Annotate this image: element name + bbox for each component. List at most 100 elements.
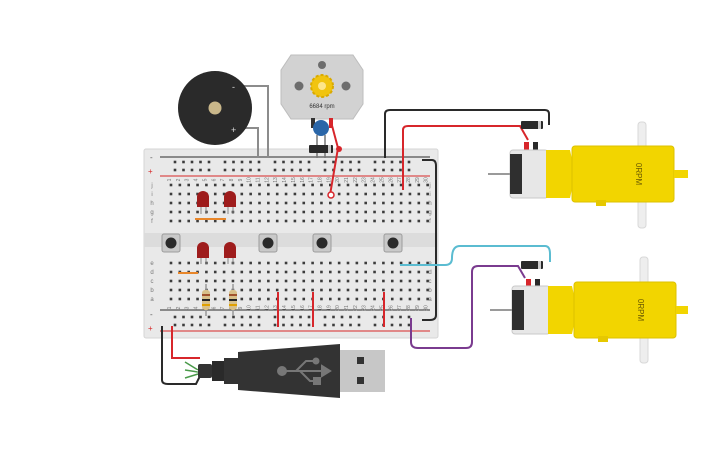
breadboard-hole[interactable] bbox=[320, 183, 323, 187]
breadboard-hole[interactable] bbox=[408, 297, 412, 301]
rail-hole[interactable] bbox=[307, 168, 311, 172]
breadboard-hole[interactable] bbox=[302, 279, 306, 283]
breadboard-hole[interactable] bbox=[320, 210, 323, 214]
breadboard-hole[interactable] bbox=[390, 297, 394, 301]
breadboard-hole[interactable] bbox=[329, 288, 332, 292]
breadboard-hole[interactable] bbox=[169, 270, 173, 274]
breadboard-hole[interactable] bbox=[311, 201, 314, 205]
rail-hole[interactable] bbox=[299, 315, 302, 319]
breadboard-hole[interactable] bbox=[169, 297, 173, 301]
breadboard-hole[interactable] bbox=[213, 219, 217, 223]
breadboard-hole[interactable] bbox=[258, 261, 261, 265]
breadboard-hole[interactable] bbox=[408, 183, 412, 187]
breadboard-hole[interactable] bbox=[426, 219, 429, 223]
breadboard-hole[interactable] bbox=[187, 279, 190, 283]
rail-hole[interactable] bbox=[282, 323, 285, 327]
breadboard-hole[interactable] bbox=[249, 297, 252, 301]
breadboard-hole[interactable] bbox=[169, 192, 173, 196]
breadboard-hole[interactable] bbox=[346, 288, 350, 292]
breadboard-hole[interactable] bbox=[390, 288, 394, 292]
rail-hole[interactable] bbox=[173, 323, 177, 327]
breadboard-hole[interactable] bbox=[275, 183, 279, 187]
breadboard-hole[interactable] bbox=[267, 183, 270, 187]
rail-hole[interactable] bbox=[323, 168, 327, 172]
breadboard-hole[interactable] bbox=[320, 201, 323, 205]
breadboard-hole[interactable] bbox=[373, 288, 376, 292]
breadboard-hole[interactable] bbox=[213, 288, 217, 292]
rail-hole[interactable] bbox=[349, 323, 352, 327]
breadboard-hole[interactable] bbox=[293, 279, 297, 283]
breadboard-hole[interactable] bbox=[284, 279, 288, 283]
rail-hole[interactable] bbox=[232, 323, 235, 327]
breadboard-hole[interactable] bbox=[311, 261, 314, 265]
breadboard-hole[interactable] bbox=[364, 183, 367, 187]
rail-hole[interactable] bbox=[332, 323, 335, 327]
breadboard-hole[interactable] bbox=[426, 192, 429, 196]
rail-hole[interactable] bbox=[182, 160, 185, 164]
breadboard-hole[interactable] bbox=[399, 183, 403, 187]
breadboard-hole[interactable] bbox=[390, 219, 394, 223]
rail-hole[interactable] bbox=[373, 323, 377, 327]
breadboard-hole[interactable] bbox=[187, 192, 190, 196]
breadboard-hole[interactable] bbox=[249, 183, 252, 187]
breadboard-hole[interactable] bbox=[178, 210, 182, 214]
breadboard-hole[interactable] bbox=[275, 261, 279, 265]
breadboard-hole[interactable] bbox=[373, 201, 376, 205]
breadboard-hole[interactable] bbox=[178, 297, 182, 301]
rail-hole[interactable] bbox=[182, 315, 185, 319]
breadboard-hole[interactable] bbox=[399, 261, 403, 265]
rail-hole[interactable] bbox=[273, 315, 277, 319]
breadboard-hole[interactable] bbox=[258, 288, 261, 292]
rail-hole[interactable] bbox=[173, 160, 177, 164]
rail-hole[interactable] bbox=[373, 160, 377, 164]
breadboard-hole[interactable] bbox=[284, 219, 288, 223]
breadboard-hole[interactable] bbox=[275, 270, 279, 274]
rail-hole[interactable] bbox=[207, 168, 211, 172]
breadboard-hole[interactable] bbox=[267, 279, 270, 283]
breadboard-hole[interactable] bbox=[417, 270, 421, 274]
breadboard-hole[interactable] bbox=[320, 297, 323, 301]
breadboard-hole[interactable] bbox=[284, 297, 288, 301]
breadboard-hole[interactable] bbox=[284, 270, 288, 274]
breadboard-hole[interactable] bbox=[346, 270, 350, 274]
rail-hole[interactable] bbox=[299, 168, 302, 172]
breadboard-hole[interactable] bbox=[267, 261, 270, 265]
breadboard-hole[interactable] bbox=[399, 270, 403, 274]
breadboard-hole[interactable] bbox=[382, 192, 385, 196]
breadboard-hole[interactable] bbox=[355, 219, 359, 223]
breadboard-hole[interactable] bbox=[337, 192, 341, 196]
breadboard[interactable]: 1122334455667788991010111112121313141415… bbox=[143, 148, 439, 339]
breadboard-hole[interactable] bbox=[337, 261, 341, 265]
breadboard-hole[interactable] bbox=[382, 201, 385, 205]
wire-gray-piezo-1[interactable] bbox=[236, 85, 269, 158]
rail-hole[interactable] bbox=[240, 315, 244, 319]
rail-hole[interactable] bbox=[282, 160, 285, 164]
rail-hole[interactable] bbox=[399, 315, 402, 319]
breadboard-hole[interactable] bbox=[169, 219, 173, 223]
breadboard-hole[interactable] bbox=[311, 183, 314, 187]
breadboard-hole[interactable] bbox=[258, 192, 261, 196]
rail-hole[interactable] bbox=[399, 168, 402, 172]
rail-hole[interactable] bbox=[307, 315, 311, 319]
rail-hole[interactable] bbox=[282, 168, 285, 172]
breadboard-hole[interactable] bbox=[275, 288, 279, 292]
breadboard-hole[interactable] bbox=[320, 279, 323, 283]
rail-hole[interactable] bbox=[357, 323, 361, 327]
breadboard-hole[interactable] bbox=[408, 201, 412, 205]
breadboard-hole[interactable] bbox=[205, 183, 208, 187]
breadboard-hole[interactable] bbox=[196, 297, 199, 301]
breadboard-hole[interactable] bbox=[417, 261, 421, 265]
rail-hole[interactable] bbox=[249, 168, 252, 172]
breadboard-hole[interactable] bbox=[302, 192, 306, 196]
breadboard-hole[interactable] bbox=[408, 270, 412, 274]
breadboard-hole[interactable] bbox=[382, 288, 385, 292]
breadboard-hole[interactable] bbox=[382, 270, 385, 274]
breadboard-hole[interactable] bbox=[267, 297, 270, 301]
breadboard-hole[interactable] bbox=[337, 219, 341, 223]
rail-hole[interactable] bbox=[340, 323, 344, 327]
rail-hole[interactable] bbox=[407, 323, 411, 327]
breadboard-hole[interactable] bbox=[267, 270, 270, 274]
breadboard-hole[interactable] bbox=[258, 183, 261, 187]
rail-hole[interactable] bbox=[199, 160, 202, 164]
breadboard-hole[interactable] bbox=[320, 261, 323, 265]
